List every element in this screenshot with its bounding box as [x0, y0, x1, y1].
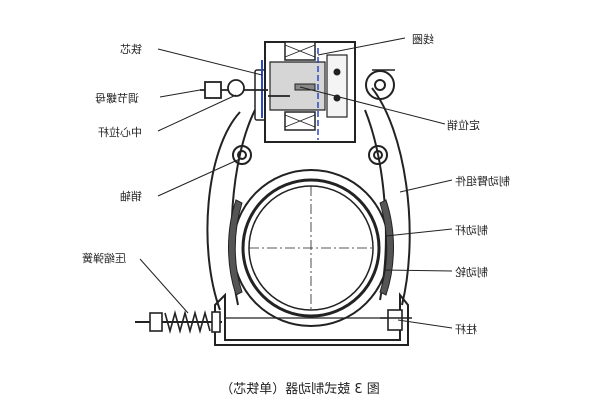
- electromagnet: [261, 41, 356, 143]
- label-pillar: 柱杆: [455, 323, 477, 336]
- leader-lines: [139, 37, 453, 329]
- brake-wheel: [232, 169, 390, 327]
- pillar-bolt: [380, 309, 412, 331]
- label-brake-arm: 制动杆: [455, 224, 488, 237]
- brake-shoes: [228, 199, 394, 296]
- spring-assembly: [135, 310, 222, 334]
- label-iron-core: 铁芯: [120, 43, 142, 56]
- label-brake-wheel: 制动轮: [455, 266, 488, 279]
- label-arm-assembly: 制动臂组件: [455, 175, 510, 188]
- figure-caption: 图 3 鼓式制动器（单铁芯）: [220, 382, 380, 397]
- label-spring: 压缩弹簧: [82, 252, 126, 265]
- label-pin-shaft: 销轴: [120, 190, 142, 203]
- label-positioning-pin: 定位销: [447, 119, 480, 132]
- label-adjust-nut: 调节螺母: [95, 92, 139, 105]
- label-center-rod: 中心拉杆: [98, 126, 142, 139]
- base: [214, 292, 409, 346]
- center-rod: [200, 79, 290, 99]
- label-coil: 线圈: [412, 33, 434, 46]
